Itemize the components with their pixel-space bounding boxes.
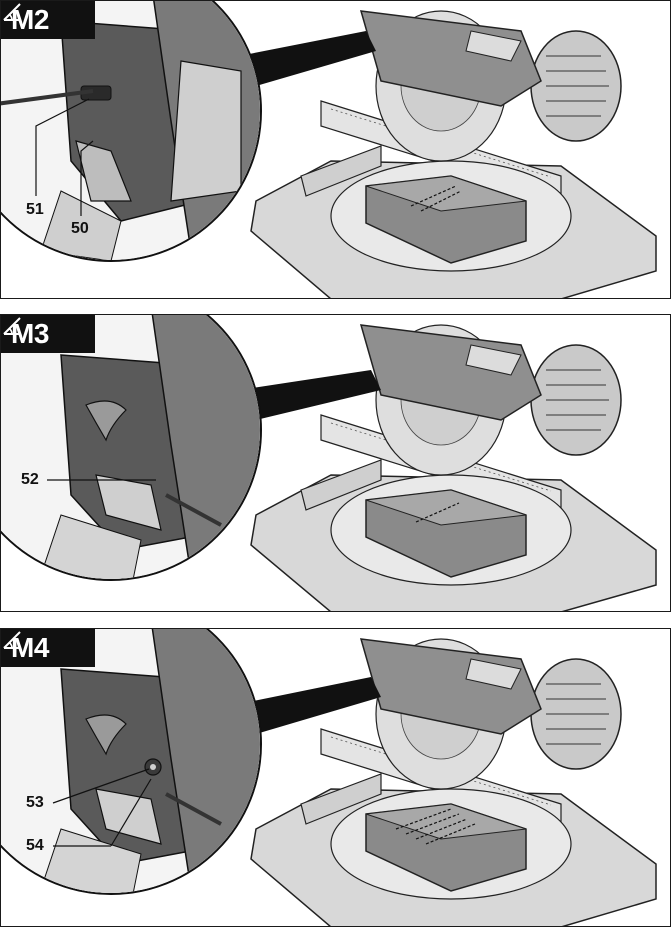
callout-leaders-m4 xyxy=(52,768,152,847)
angle-symbol-icon xyxy=(3,3,21,21)
callout-leaders-m2 xyxy=(35,98,94,216)
figure-tag-m4: M4 xyxy=(1,629,95,667)
callout-50: 50 xyxy=(71,220,89,237)
figure-tag-m2: M2 xyxy=(1,1,95,39)
figure-panel-m3: M3 52 xyxy=(0,314,671,612)
callout-54: 54 xyxy=(26,837,44,854)
callout-leaders-m3 xyxy=(47,479,156,481)
illustration-m2 xyxy=(1,1,657,298)
angle-symbol-icon xyxy=(3,317,21,335)
illustration-m4 xyxy=(1,629,657,926)
illustration-m3 xyxy=(1,315,657,611)
figure-panel-m2: M2 51 50 xyxy=(0,0,671,299)
callout-53: 53 xyxy=(26,794,44,811)
figure-tag-m3: M3 xyxy=(1,315,95,353)
callout-51: 51 xyxy=(26,201,44,218)
angle-symbol-icon xyxy=(3,631,21,649)
figure-panel-m4: M4 53 54 xyxy=(0,628,671,927)
callout-52: 52 xyxy=(21,471,39,488)
